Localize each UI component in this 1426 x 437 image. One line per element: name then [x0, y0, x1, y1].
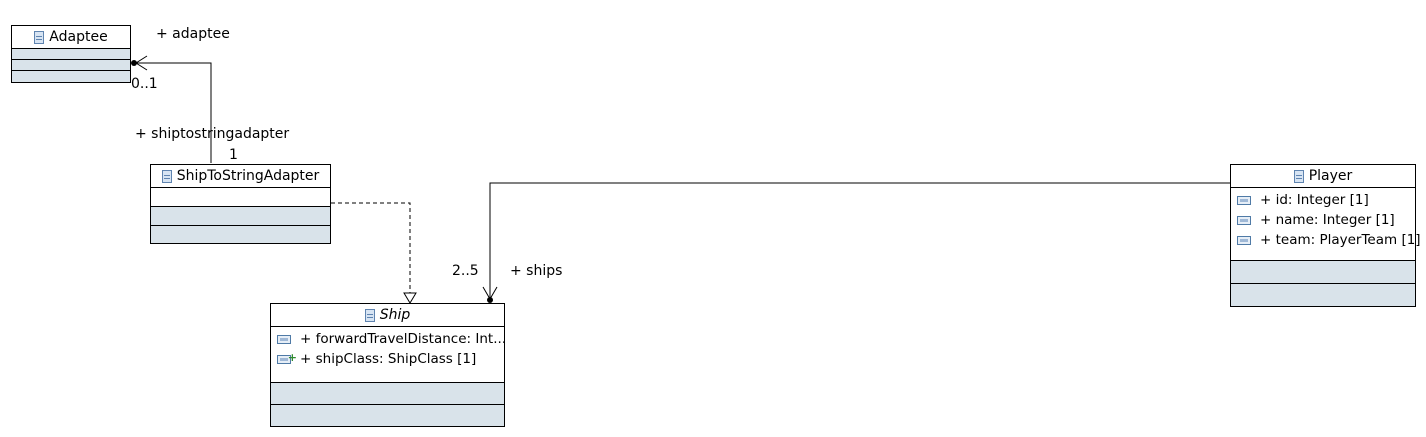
operations-compartment	[151, 207, 330, 226]
class-name: Ship	[379, 307, 411, 323]
class-header: Ship	[271, 304, 504, 327]
property-icon	[277, 334, 291, 344]
class-name: ShipToStringAdapter	[176, 168, 320, 184]
class-ship-to-string-adapter[interactable]: ShipToStringAdapter	[150, 164, 331, 244]
property-icon	[1237, 215, 1251, 225]
class-icon	[161, 169, 172, 183]
attribute-text: + team: PlayerTeam [1]	[1260, 232, 1421, 248]
class-icon	[34, 30, 45, 44]
ships-multiplicity-label: 2..5	[452, 263, 479, 279]
class-ship[interactable]: Ship + forwardTravelDistance: Int... + s…	[270, 303, 507, 427]
realization-adapter-ship[interactable]	[331, 202, 417, 304]
attributes-compartment	[12, 49, 130, 60]
ships-role-label: + ships	[510, 263, 563, 279]
ownership-dot-ships	[487, 297, 493, 303]
operations-compartment	[271, 383, 504, 405]
class-header: Adaptee	[12, 26, 130, 49]
adapter-multiplicity-label: 1	[229, 147, 238, 163]
adaptee-multiplicity-label: 0..1	[131, 76, 158, 92]
association-adapter-adaptee[interactable]	[134, 62, 212, 163]
class-name: Adaptee	[49, 29, 108, 45]
class-header: Player	[1231, 165, 1415, 188]
attributes-compartment	[151, 188, 330, 207]
attributes-compartment: + id: Integer [1] + name: Integer [1] + …	[1231, 188, 1421, 261]
attribute-row[interactable]: + id: Integer [1]	[1231, 190, 1415, 210]
extra-compartment	[1231, 284, 1415, 306]
operations-compartment	[1231, 261, 1415, 284]
extra-compartment	[151, 226, 330, 243]
operations-compartment	[12, 60, 130, 71]
attribute-row[interactable]: + team: PlayerTeam [1]	[1231, 230, 1421, 250]
property-icon	[1237, 235, 1251, 245]
extra-compartment	[12, 71, 130, 82]
class-icon	[1293, 169, 1304, 183]
attribute-row[interactable]: + forwardTravelDistance: Int...	[271, 329, 507, 349]
class-name: Player	[1308, 168, 1353, 184]
attribute-row[interactable]: + name: Integer [1]	[1231, 210, 1415, 230]
property-icon	[1237, 195, 1251, 205]
attributes-compartment: + forwardTravelDistance: Int... + shipCl…	[271, 327, 507, 383]
class-adaptee[interactable]: Adaptee	[11, 25, 131, 83]
class-icon	[364, 308, 375, 322]
class-header: ShipToStringAdapter	[151, 165, 330, 188]
class-player[interactable]: Player + id: Integer [1] + name: Integer…	[1230, 164, 1421, 307]
attribute-text: + name: Integer [1]	[1260, 212, 1395, 228]
attribute-text: + shipClass: ShipClass [1]	[300, 351, 477, 367]
extra-compartment	[271, 405, 504, 426]
adaptee-role-label: + adaptee	[156, 26, 230, 42]
property-add-icon	[277, 352, 297, 364]
ownership-dot-adaptee	[131, 60, 137, 66]
attribute-text: + forwardTravelDistance: Int...	[300, 331, 507, 347]
attribute-text: + id: Integer [1]	[1260, 192, 1369, 208]
adapter-role-label: + shiptostringadapter	[135, 126, 290, 142]
attribute-row[interactable]: + shipClass: ShipClass [1]	[271, 349, 504, 369]
association-player-ships[interactable]	[489, 182, 1230, 300]
